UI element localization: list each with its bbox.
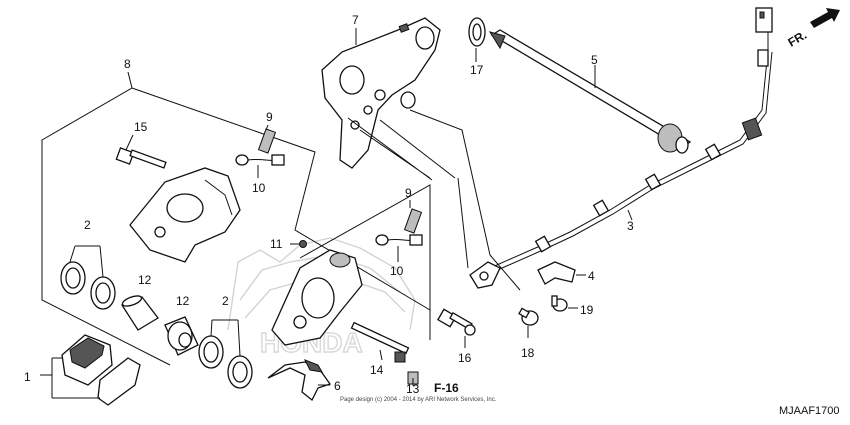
bleeder-cap-10-lower [375,234,423,262]
caliper-bracket [129,167,241,263]
wheel-speed-sensor [469,261,501,289]
brake-pads-1 [40,334,141,406]
axle-5 [488,29,692,154]
bolt-18 [518,307,539,338]
callout-5: 5 [591,53,598,67]
callout-7: 7 [352,13,359,27]
caliper-bracket-7 [321,17,441,169]
callout-15: 15 [134,120,148,134]
piston-seals-2-right [198,319,253,389]
bleeder-valve-9-lower [403,200,423,234]
guide-lines-bracket [347,109,521,291]
diagram-code: MJAAF1700 [779,405,840,417]
bolt-11 [290,240,307,248]
callout-2-right: 2 [222,294,229,308]
clamp-4 [537,261,586,285]
callout-9-lower: 9 [405,186,412,200]
leader-8 [127,71,133,89]
assembly-outline-8 [41,87,431,366]
callout-12-left: 12 [138,273,152,287]
spring-13 [394,351,419,386]
callout-19: 19 [580,303,594,317]
collar-17 [468,17,486,62]
callout-9-upper: 9 [266,110,273,124]
callout-11: 11 [270,237,283,251]
callout-10-lower: 10 [390,264,404,278]
callout-10-upper: 10 [252,181,266,195]
callout-8: 8 [124,57,131,71]
callout-1: 1 [24,370,31,384]
callout-12-right: 12 [176,294,190,308]
sensor-wire-3 [489,7,773,273]
callout-13: 13 [406,382,420,396]
callout-17: 17 [470,63,484,77]
front-direction-arrow-icon [810,8,840,28]
direction-label: FR. [785,28,809,50]
reference-label: F-16 [434,381,459,395]
callout-4: 4 [588,269,595,283]
pad-spring-6 [267,359,332,402]
piston-seals-2-left [60,245,116,310]
bleeder-cap-10-upper [235,154,285,178]
bolt-15 [115,134,167,169]
bleeder-valve-9-upper [257,124,277,154]
copyright-notice: Page design (c) 2004 - 2014 by ARI Netwo… [340,397,497,403]
callout-16: 16 [458,351,472,365]
callout-2-left: 2 [84,218,91,232]
callout-14: 14 [370,363,384,377]
callout-3: 3 [627,219,634,233]
caliper-body [271,249,363,346]
pin-14 [350,321,410,361]
bolt-16 [437,308,476,348]
callout-6: 6 [334,379,341,393]
bolt-19 [551,295,578,312]
callout-18: 18 [521,346,535,360]
pistons-12 [121,295,199,356]
